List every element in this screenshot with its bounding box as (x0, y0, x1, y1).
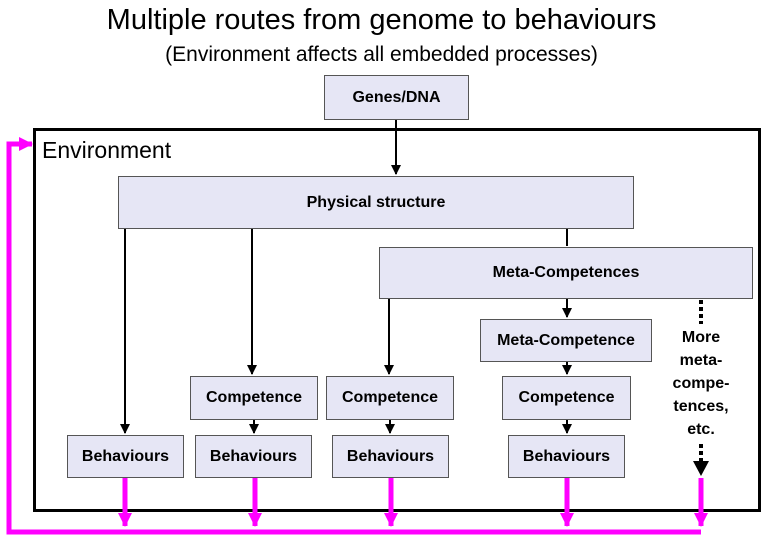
feedback-loop (6, 137, 708, 535)
behaviours-box-3: Behaviours (332, 435, 449, 478)
behaviours-label-3: Behaviours (346, 447, 435, 465)
behaviours-label-2: Behaviours (209, 447, 298, 465)
more-line-2: meta- (679, 352, 723, 369)
behaviours-label-1: Behaviours (81, 447, 170, 465)
meta-competence-box: Meta-Competence (480, 319, 652, 362)
more-line-1: More (681, 329, 721, 346)
competence-label-2: Competence (341, 389, 439, 406)
competence-label-1: Competence (205, 389, 303, 406)
physical-structure-label: Physical structure (306, 193, 446, 211)
behaviours-box-2: Behaviours (195, 435, 312, 478)
more-line-5: etc. (687, 421, 715, 438)
competence-box-2: Competence (326, 376, 454, 420)
competence-box-3: Competence (502, 376, 631, 420)
genes-dna-label: Genes/DNA (352, 88, 441, 106)
more-meta-competences-label: More meta- compe- tences, etc. (655, 326, 747, 441)
competence-box-1: Competence (190, 376, 318, 420)
behaviours-box-1: Behaviours (67, 435, 184, 478)
meta-competences-label: Meta-Competences (492, 264, 640, 281)
feedback-return-path (6, 137, 701, 535)
dotted-arrow-head (693, 461, 709, 476)
diagram-subtitle: (Environment affects all embedded proces… (165, 43, 598, 66)
meta-competence-label: Meta-Competence (497, 331, 635, 349)
more-line-4: tences, (673, 398, 729, 415)
genes-dna-box: Genes/DNA (324, 75, 469, 120)
diagram-title: Multiple routes from genome to behaviour… (106, 4, 657, 36)
environment-label: Environment (42, 137, 172, 163)
behaviours-label-4: Behaviours (522, 447, 611, 465)
more-line-3: compe- (672, 375, 730, 392)
meta-competences-box: Meta-Competences (379, 247, 753, 299)
behaviours-box-4: Behaviours (508, 435, 625, 478)
competence-label-3: Competence (518, 389, 615, 406)
physical-structure-box: Physical structure (118, 176, 634, 229)
